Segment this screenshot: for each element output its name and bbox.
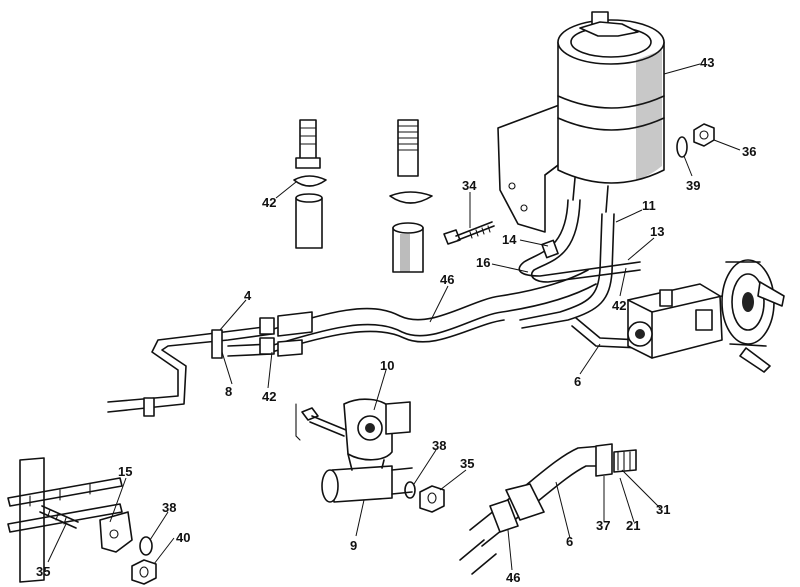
return-hose-46 (269, 269, 597, 353)
callout-13: 13 (650, 224, 664, 239)
callout-10: 10 (380, 358, 394, 373)
callout-14: 14 (502, 232, 517, 247)
callout-15: 15 (118, 464, 132, 479)
callout-16: 16 (476, 255, 490, 270)
callout-6-hose-end: 6 (566, 534, 573, 549)
nut-35 (419, 485, 445, 513)
frame-rail-clamp (7, 457, 157, 585)
callout-46-hose-end: 46 (506, 570, 520, 585)
hose-end-detail (459, 443, 637, 575)
pressure-line-11 (519, 213, 641, 349)
callout-38-rail: 38 (162, 500, 176, 515)
bolt-34 (443, 221, 495, 245)
washer-38 (404, 481, 416, 499)
nut-36 (693, 123, 715, 147)
callout-11: 11 (642, 198, 656, 213)
callout-21: 21 (626, 518, 640, 533)
callout-40: 40 (176, 530, 190, 545)
callout-35-rail: 35 (36, 564, 50, 579)
callout-42-pump: 42 (612, 298, 626, 313)
callout-9: 9 (350, 538, 357, 553)
clamp-assembly-9-10 (295, 398, 413, 503)
callout-37: 37 (596, 518, 610, 533)
callout-46-hose: 46 (440, 272, 454, 287)
callout-43: 43 (700, 55, 714, 70)
pressure-pipes (107, 311, 313, 417)
callout-36: 36 (742, 144, 756, 159)
hose-fitting-left (293, 119, 327, 249)
callout-4: 4 (244, 288, 252, 303)
callout-39: 39 (686, 178, 700, 193)
callout-35-clamp: 35 (460, 456, 474, 471)
callout-6-pipe: 6 (574, 374, 581, 389)
callout-labels: 43 36 39 34 11 14 13 16 42 42 42 4 46 8 … (36, 55, 756, 585)
reservoir-tank (497, 11, 665, 233)
pump-assembly (627, 259, 785, 373)
suction-line-14-16 (518, 199, 641, 283)
callout-8: 8 (225, 384, 232, 399)
leader-lines (47, 63, 741, 571)
callout-42-pipe: 42 (262, 389, 276, 404)
callout-31: 31 (656, 502, 670, 517)
callout-42-fitting: 42 (262, 195, 276, 210)
callout-38-clamp: 38 (432, 438, 446, 453)
callout-34: 34 (462, 178, 477, 193)
hose-fitting-right (389, 119, 433, 273)
spring-washer-39 (676, 136, 688, 158)
